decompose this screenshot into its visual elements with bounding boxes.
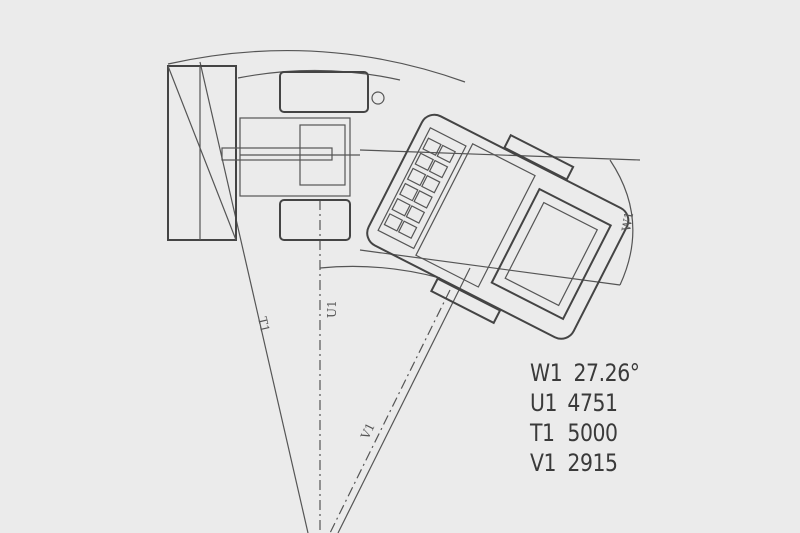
label-v1: V1 <box>358 421 378 443</box>
label-t1: T1 <box>255 316 272 334</box>
spec-value: 27.26° <box>573 359 640 387</box>
spec-value: 2915 <box>567 449 618 477</box>
rear-body <box>366 113 630 340</box>
spec-key: T1 <box>530 419 555 447</box>
label-u1: U1 <box>325 300 339 318</box>
mirror <box>371 91 385 105</box>
inner-arc <box>319 265 441 279</box>
spec-row-t1: T1 5000 <box>530 418 640 448</box>
spec-key: W1 <box>530 359 563 387</box>
front-wheel-bottom <box>279 199 351 241</box>
front-wheel-top <box>279 71 369 113</box>
label-w1: W1 <box>619 210 636 232</box>
t1-line <box>199 61 309 533</box>
outer-arc <box>167 49 466 83</box>
bucket <box>167 65 237 241</box>
specs-table: W1 27.26° U1 4751 T1 5000 V1 2915 <box>530 358 640 478</box>
rear-axis <box>359 249 621 286</box>
w1-arc <box>609 159 634 286</box>
front-frame <box>239 117 351 197</box>
spec-value: 5000 <box>567 419 618 447</box>
v1-line <box>337 267 471 533</box>
spec-row-u1: U1 4751 <box>530 388 640 418</box>
spec-key: V1 <box>530 449 557 477</box>
centerline-rear <box>359 149 641 161</box>
spec-value: 4751 <box>567 389 618 417</box>
mid-arc <box>237 69 401 81</box>
spec-row-w1: W1 27.26° <box>530 358 640 388</box>
v1-line-2 <box>329 289 451 533</box>
spec-row-v1: V1 2915 <box>530 448 640 478</box>
spec-key: U1 <box>530 389 558 417</box>
